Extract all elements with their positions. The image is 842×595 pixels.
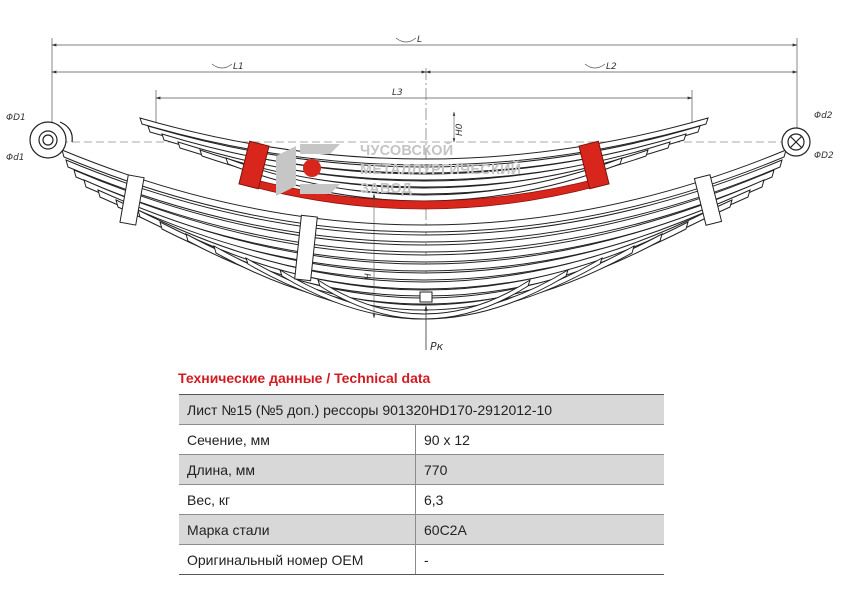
spec-label: Длина, мм [179, 454, 416, 485]
section-title: Технические данные / Technical data [178, 370, 431, 386]
dim-label-clamp-span: L3 [392, 88, 403, 98]
spec-header-row: Лист №15 (№5 доп.) рессоры 901320HD170-2… [179, 394, 664, 425]
dim-label-overall: L [417, 35, 422, 45]
spec-value: 770 [415, 454, 664, 485]
dim-label-load: Pк [430, 340, 444, 353]
table-row: Марка стали 60С2А [179, 514, 664, 545]
spec-value: 90 x 12 [415, 424, 664, 455]
dimension-lines [51, 37, 798, 138]
center-bolt [419, 291, 433, 303]
dim-label-eye-outer-right: ΦD2 [814, 151, 834, 161]
spec-value: - [415, 544, 664, 575]
svg-text:ЧУСОВСКОЙ: ЧУСОВСКОЙ [360, 141, 453, 159]
dim-label-eye-inner-left: Φd1 [6, 153, 25, 163]
table-row: Оригинальный номер OEM - [179, 544, 664, 575]
svg-text:МЕТАЛЛУРГИЧЕСКИЙ: МЕТАЛЛУРГИЧЕСКИЙ [360, 160, 521, 178]
table-row: Сечение, мм 90 x 12 [179, 424, 664, 455]
table-row: Вес, кг 6,3 [179, 484, 664, 515]
spec-label: Оригинальный номер OEM [179, 544, 416, 575]
spec-table: Лист №15 (№5 доп.) рессоры 901320HD170-2… [179, 394, 664, 575]
left-eye [29, 121, 73, 159]
spec-label: Вес, кг [179, 484, 416, 515]
leaf-spring-drawing: L L1 L2 L3 H0 H Pк ΦD1 Φd1 ΦD2 Φd2 ЧУСОВ… [6, 35, 834, 353]
dim-label-eye-outer-left: ΦD1 [6, 113, 26, 123]
table-row: Длина, мм 770 [179, 454, 664, 485]
company-logo: ЧУСОВСКОЙ МЕТАЛЛУРГИЧЕСКИЙ ЗАВОД [276, 141, 521, 197]
spec-label: Сечение, мм [179, 424, 416, 455]
spec-header: Лист №15 (№5 доп.) рессоры 901320HD170-2… [179, 394, 664, 425]
right-eye [781, 127, 811, 157]
white-clamps [119, 174, 723, 282]
spec-label: Марка стали [179, 514, 416, 545]
svg-text:ЗАВОД: ЗАВОД [360, 181, 413, 197]
dim-label-rear: L2 [606, 62, 617, 72]
spec-value: 60С2А [415, 514, 664, 545]
spec-value: 6,3 [415, 484, 664, 515]
dim-label-arc-height: H0 [455, 123, 465, 136]
red-clamps [238, 140, 610, 190]
dim-label-front: L1 [233, 62, 244, 72]
dim-label-eye-inner-right: Φd2 [814, 111, 833, 121]
dim-label-deflection: H [364, 273, 374, 280]
